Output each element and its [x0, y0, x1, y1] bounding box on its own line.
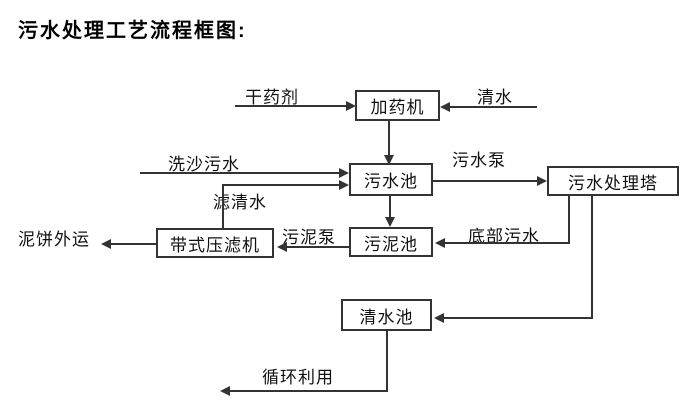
- arrow-left-icon: [435, 238, 445, 248]
- sewage-to-sludge-line: [389, 196, 391, 219]
- arrow-left-icon: [220, 386, 230, 396]
- clean-water-line: [448, 106, 537, 108]
- arrow-right-icon: [339, 168, 349, 178]
- label-recycle-use: 循环利用: [262, 368, 334, 387]
- label-clean-water: 清水: [477, 88, 513, 107]
- tower-to-cleanpool-vline: [591, 196, 593, 319]
- arrow-down-icon: [385, 217, 395, 227]
- sludge-pump-line: [287, 246, 349, 248]
- label-sludge-pump: 污泥泵: [282, 228, 336, 247]
- label-bottom-sewage: 底部污水: [468, 227, 540, 246]
- bottom-sewage-line: [444, 242, 570, 244]
- bottom-sewage-vline: [568, 196, 570, 244]
- label-mud-cake-out: 泥饼外运: [18, 230, 90, 249]
- arrow-left-icon: [277, 242, 287, 252]
- label-sand-washing-sewage: 洗沙污水: [168, 155, 240, 174]
- sand-washing-line: [140, 172, 341, 174]
- mud-cake-line: [110, 243, 156, 245]
- dry-agent-line: [235, 105, 348, 107]
- node-belt-filter-press: 带式压滤机: [156, 228, 274, 258]
- node-sludge-pool: 污泥池: [349, 227, 433, 257]
- arrow-right-icon: [346, 101, 356, 111]
- label-filtered-water: 滤清水: [213, 193, 267, 212]
- recycle-vline: [386, 331, 388, 392]
- diagram-title: 污水处理工艺流程框图:: [18, 20, 247, 42]
- arrow-right-icon: [339, 180, 349, 190]
- sewage-pump-line: [433, 180, 539, 182]
- arrow-left-icon: [434, 313, 444, 323]
- node-dosing-machine: 加药机: [355, 90, 440, 121]
- arrow-left-icon: [101, 239, 111, 249]
- node-sewage-pool: 污水池: [349, 163, 433, 196]
- arrow-left-icon: [440, 102, 450, 112]
- node-treatment-tower: 污水处理塔: [547, 166, 679, 196]
- label-sewage-pump: 污水泵: [452, 151, 506, 170]
- arrow-down-icon: [384, 155, 394, 165]
- node-clean-water-pool: 清水池: [341, 299, 432, 331]
- arrow-right-icon: [537, 176, 547, 186]
- recycle-line: [229, 390, 388, 392]
- label-dry-agent: 干药剂: [245, 88, 299, 107]
- filtered-water-vline: [222, 184, 224, 228]
- dosing-to-sewage-line: [388, 121, 390, 157]
- filtered-water-line: [222, 184, 341, 186]
- tower-to-cleanpool-line: [442, 317, 593, 319]
